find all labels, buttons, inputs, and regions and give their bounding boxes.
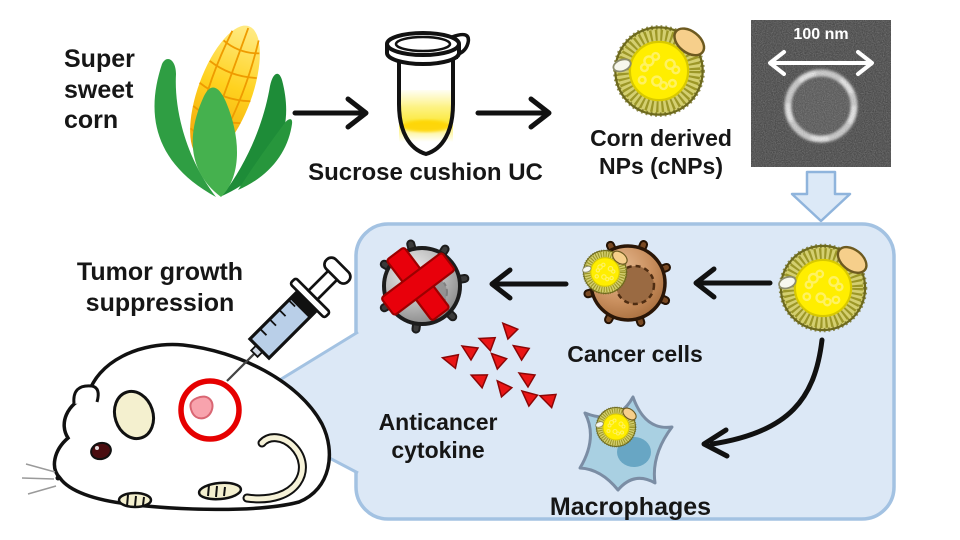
macrophage-icon — [578, 395, 674, 492]
label-super-sweet-corn: Super sweet corn — [64, 45, 135, 134]
cancer-cell-icon — [582, 240, 671, 327]
tumor-icon — [189, 395, 214, 420]
flow-arrow-2 — [475, 96, 552, 130]
dead-cancer-cell-icon — [379, 239, 470, 334]
corn-icon — [154, 25, 293, 197]
label-macrophages: Macrophages — [549, 493, 712, 521]
flow-arrow-1 — [292, 96, 369, 130]
red-x-icon — [381, 247, 455, 321]
mouse-ear — [112, 389, 156, 441]
scale-bar-arrow-icon — [768, 50, 874, 76]
tem-micrograph — [751, 20, 891, 167]
arrow-np-to-cancer — [693, 266, 773, 300]
nanoparticle-icon — [612, 23, 709, 115]
label-sucrose-cushion: Sucrose cushion UC — [308, 159, 543, 186]
label-cancer-cells: Cancer cells — [567, 341, 703, 367]
label-tumor-growth-suppression: Tumor growth suppression — [76, 258, 244, 317]
label-anticancer-cytokine: Anticancer cytokine — [378, 409, 498, 464]
centrifuge-tube-icon — [385, 31, 471, 157]
arrow-cancer-to-dead — [489, 267, 569, 301]
syringe-icon — [226, 256, 352, 382]
tumor-highlight-circle — [178, 378, 242, 442]
label-corn-derived-nps: Corn derived NPs (cNPs) — [590, 125, 732, 180]
mouse-icon — [21, 342, 332, 512]
down-arrow-icon — [790, 170, 852, 223]
label-tem-scale: 100 nm — [793, 26, 849, 43]
arrow-np-to-macrophage — [701, 337, 825, 459]
